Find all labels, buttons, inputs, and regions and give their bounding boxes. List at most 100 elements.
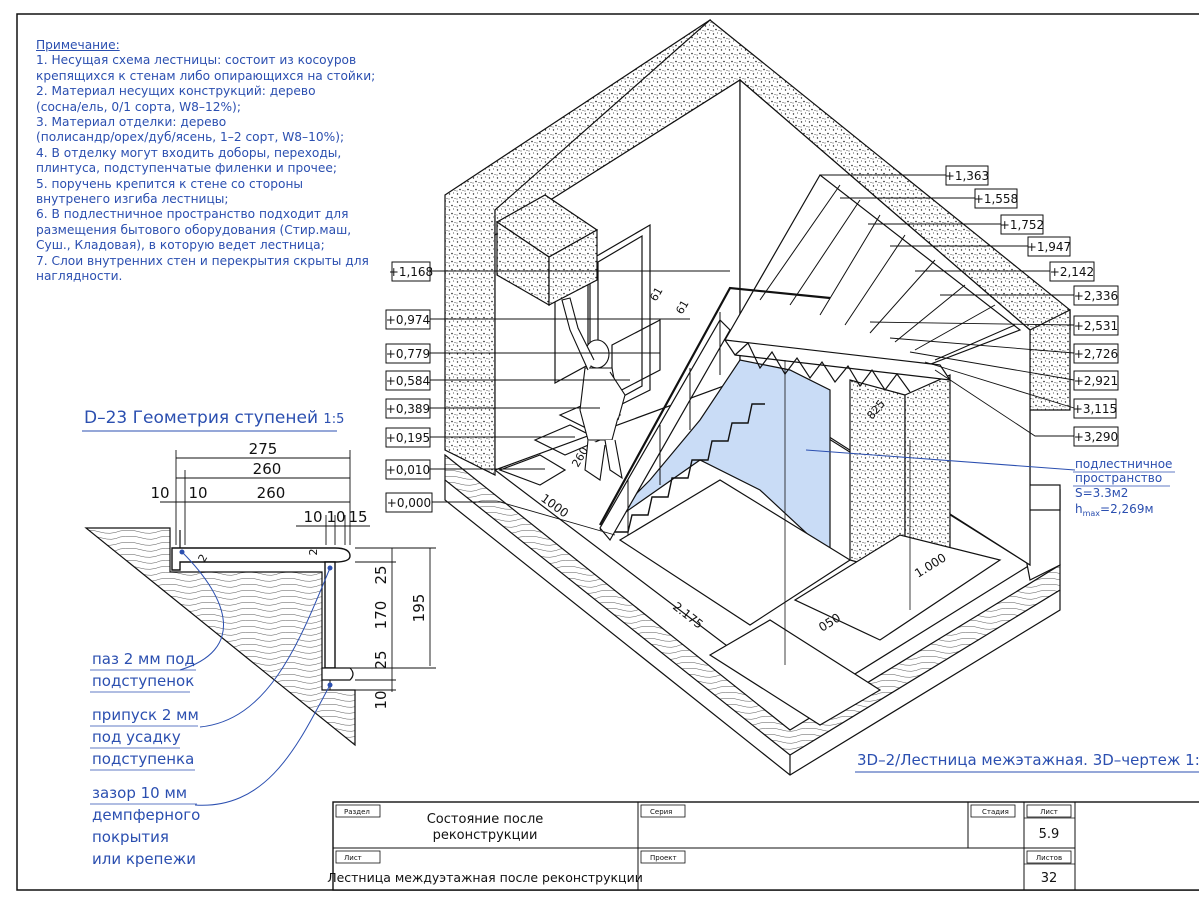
detail-dims: 275 260 260 10 10 10 10 15 25 170 25 195… <box>150 440 428 710</box>
note-line: (полисандр/орех/дуб/ясень, 1–2 сорт, W8–… <box>36 130 345 145</box>
levels-left: +1,168 +0,974 +0,779 +0,584 +0,389 +0,19… <box>385 261 730 536</box>
lower-tread <box>321 667 354 681</box>
lower-stringer <box>599 319 731 542</box>
level-tag: +0,000 <box>385 492 616 536</box>
level-tag: +0,010 <box>385 459 545 480</box>
leader-curve <box>194 684 331 806</box>
title-block <box>332 801 1199 891</box>
callout-line: демпферного <box>92 806 200 824</box>
note-line: 2. Материал несущих конструкций: дерево <box>36 84 316 99</box>
level-tag: +0,779 <box>385 343 660 364</box>
callout-line: паз 2 мм под <box>92 650 195 668</box>
callout-allowance: припуск 2 мм под усадку подступенка <box>90 706 199 771</box>
level-tag-text: +3,115 <box>1073 402 1117 416</box>
dim-61-b: 61 <box>673 298 691 317</box>
level-tag-text: +3,290 <box>1074 430 1118 444</box>
level-tag: +2,921 <box>909 351 1119 391</box>
note-line: 7. Слои внутренних стен и перекрытия скр… <box>36 253 369 268</box>
tb-list-label: Лист <box>344 854 362 862</box>
tb-sheets-value: 32 <box>1041 871 1058 886</box>
level-tag-text: +2,726 <box>1074 347 1118 361</box>
level-tag-text: +0,974 <box>386 313 430 327</box>
riser-board <box>324 561 336 669</box>
dim-2-right: 2 <box>307 549 320 556</box>
dim-10-c: 10 <box>303 508 322 526</box>
detail-dims-lines <box>160 450 436 692</box>
level-tag-text: +2,531 <box>1074 319 1118 333</box>
note-line: крепящихся к стенам либо опирающихся на … <box>36 68 376 83</box>
level-tag: +1,168 <box>389 261 730 282</box>
level-tag: +1,947 <box>890 236 1071 257</box>
level-tag: +1,363 <box>820 165 989 186</box>
stringer-wood <box>84 527 356 747</box>
note-line: 3. Материал отделки: дерево <box>36 115 227 130</box>
tb-stadia-label: Стадия <box>982 808 1009 816</box>
level-tag-text: +0,389 <box>386 402 430 416</box>
level-tag-text: +1,558 <box>974 192 1018 206</box>
tb-razdel-value: реконструкции <box>433 828 538 843</box>
level-tag: +0,584 <box>385 370 630 391</box>
level-tag-text: +0,000 <box>387 496 431 510</box>
note-line: плинтуса, подступенчатые филенки и проче… <box>36 161 337 176</box>
level-tag-text: +1,363 <box>945 169 989 183</box>
view3d-title: 3D–2/Лестница межэтажная. 3D–чертеж 1:25 <box>857 751 1199 769</box>
dim-10-b: 10 <box>188 484 207 502</box>
callout-line: или крепежи <box>92 850 196 868</box>
dim-195: 195 <box>410 594 428 623</box>
level-tag: +0,389 <box>385 398 600 419</box>
leader-curve <box>179 551 224 671</box>
note-line: 1. Несущая схема лестницы: состоит из ко… <box>36 53 357 68</box>
upper-stringer-teeth <box>734 342 911 393</box>
note-line: Суш., Кладовая), в которую ведет лестниц… <box>36 238 325 253</box>
note-line: внутренего изгиба лестницы; <box>36 192 229 207</box>
level-tag: +0,974 <box>385 309 690 330</box>
leader-curve <box>199 567 331 728</box>
note-line: 4. В отделку могут входить доборы, перех… <box>36 145 342 160</box>
callout-line: зазор 10 мм <box>92 784 187 802</box>
dim-10-d: 10 <box>326 508 345 526</box>
note-line: размещения бытового оборудования (Стир.м… <box>36 222 352 237</box>
dim-10-vertical: 10 <box>372 690 390 709</box>
level-tag: +2,142 <box>915 261 1095 282</box>
tb-sheet-value: 5.9 <box>1039 827 1060 842</box>
level-tag: +2,726 <box>889 337 1119 364</box>
under-space-hmax: hmax=2,269м <box>1075 502 1154 518</box>
level-tag-text: +2,142 <box>1050 265 1094 279</box>
dim-260-top: 260 <box>253 460 282 478</box>
leader-line <box>805 449 1076 471</box>
note-line: (сосна/ель, 0/1 сорта, W8–12%); <box>36 99 241 114</box>
tb-sheet-label: Лист <box>1040 808 1058 816</box>
level-tag-text: +2,336 <box>1074 289 1118 303</box>
wall-box-side <box>548 228 598 306</box>
under-space-line: пространство <box>1075 471 1162 485</box>
level-tag: +1,752 <box>868 214 1044 235</box>
callout-groove: паз 2 мм под подступенок <box>90 650 196 693</box>
callout-line: под усадку <box>92 728 181 746</box>
level-tag-text: +0,195 <box>386 431 430 445</box>
note-line: 5. поручень крепится к стене со стороны <box>36 176 304 191</box>
note-line: наглядности. <box>36 269 123 284</box>
level-tag: +2,336 <box>940 285 1119 306</box>
under-space-line: S=3.3м2 <box>1075 486 1128 500</box>
handrail-balusters <box>627 312 721 535</box>
dim-10-a: 10 <box>150 484 169 502</box>
upper-flight-steps <box>759 184 1016 361</box>
tb-list-value: Лестница междуэтажная после реконструкци… <box>327 870 643 885</box>
levels-right: +1,363 +1,558 +1,752 +1,947 +2,142 +2,33… <box>820 165 1119 447</box>
tb-razdel-value: Состояние после <box>427 812 544 827</box>
under-space-line: подлестничное <box>1075 457 1172 471</box>
dim-275: 275 <box>249 440 278 458</box>
level-tag-text: +1,947 <box>1027 240 1071 254</box>
level-tag: +0,195 <box>385 427 575 448</box>
level-tag: +1,558 <box>840 188 1018 209</box>
dim-170: 170 <box>372 601 390 630</box>
callout-line: подступенка <box>92 750 194 768</box>
under-space-callout: подлестничное пространство S=3.3м2 hmax=… <box>805 449 1175 518</box>
detail-callouts: паз 2 мм под подступенок припуск 2 мм по… <box>90 549 333 868</box>
floor-rug-2 <box>708 619 882 726</box>
dim-260-bottom: 260 <box>257 484 286 502</box>
tb-razdel-label: Раздел <box>344 808 370 816</box>
callout-line: покрытия <box>92 828 169 846</box>
callout-gap: зазор 10 мм демпферного покрытия или кре… <box>90 784 200 868</box>
